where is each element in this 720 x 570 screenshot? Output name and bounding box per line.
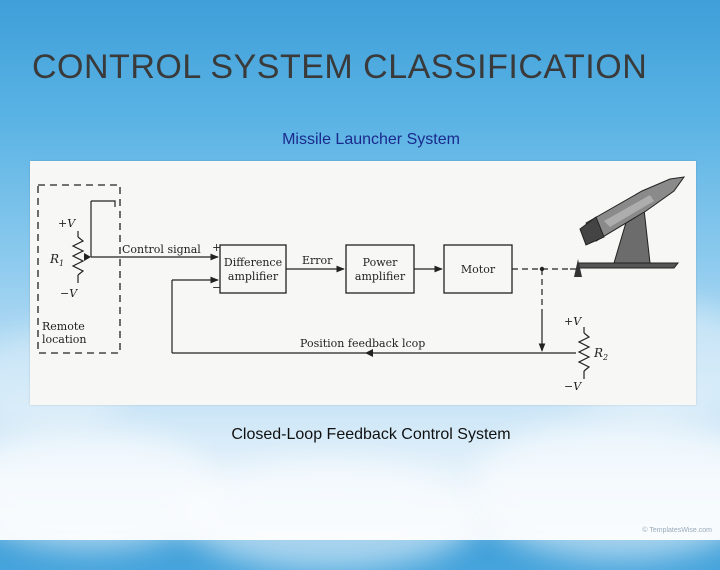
r1-label: R1 (49, 252, 64, 268)
difference-amplifier-label-2: amplifier (228, 270, 279, 283)
remote-location-label-2: location (42, 333, 87, 346)
missile-launcher-diagram: Remote location +V −V R1 Control signal … (30, 161, 696, 405)
diagram-subtitle: Missile Launcher System (282, 131, 460, 148)
power-amplifier-label-2: amplifier (355, 270, 406, 283)
r1-wiper-handle (91, 200, 116, 207)
r1-wiper-arrow (84, 253, 91, 261)
error-label: Error (302, 254, 333, 267)
motor-label: Motor (461, 263, 496, 276)
difference-amplifier-label-1: Difference (224, 256, 282, 269)
position-feedback-label: Position feedback lcop (300, 337, 425, 350)
r2-resistor (577, 332, 591, 372)
feedback-return-arrow (365, 349, 373, 357)
sum-plus-sign: + (212, 241, 221, 254)
r2-label: R2 (593, 346, 608, 362)
control-signal-label: Control signal (122, 243, 201, 256)
power-amplifier-block (345, 244, 415, 294)
minus-v-left: −V (60, 287, 78, 300)
missile-launcher-icon (574, 176, 686, 277)
sum-minus-sign: − (212, 281, 221, 294)
plus-v-left: +V (58, 217, 76, 230)
plus-v-right: +V (564, 315, 582, 328)
minus-v-right: −V (564, 380, 582, 393)
remote-location-label-1: Remote (42, 320, 85, 333)
diagram-caption: Closed-Loop Feedback Control System (231, 426, 511, 443)
power-amplifier-label-1: Power (363, 256, 399, 269)
slide-title: CONTROL SYSTEM CLASSIFICATION (32, 48, 648, 86)
block-diagram-svg: Remote location +V −V R1 Control signal … (37, 176, 686, 393)
difference-amplifier-block (219, 244, 287, 294)
r1-resistor (71, 236, 85, 276)
remote-location-box (37, 184, 121, 354)
copyright-notice: © TemplatesWise.com (642, 527, 712, 534)
